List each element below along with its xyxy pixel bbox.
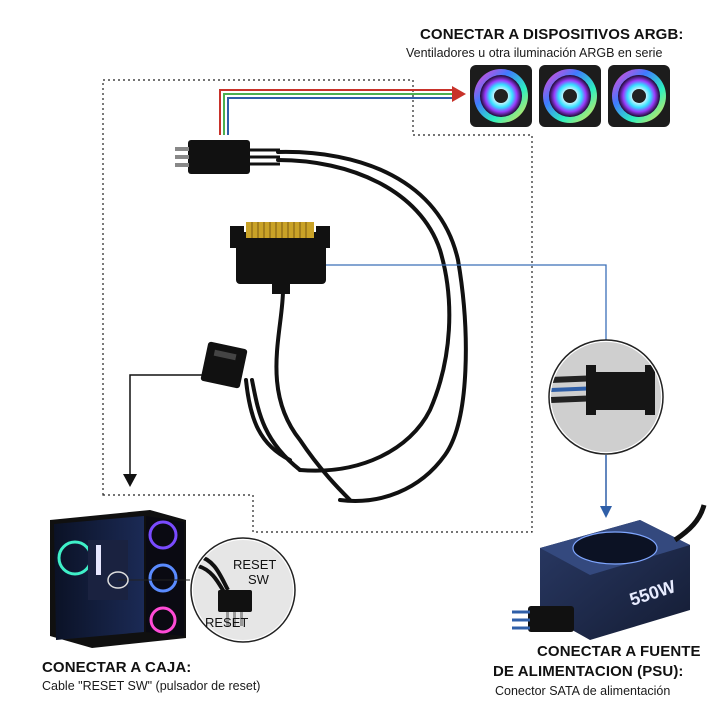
inset-reset-sw-line2: SW — [248, 572, 270, 587]
psu-unit: 550W — [512, 504, 707, 640]
psu-title-line2: DE ALIMENTACION (PSU): — [493, 663, 684, 680]
inset-reset-label: RESET — [205, 615, 248, 630]
case-title: CONECTAR A CAJA: — [42, 659, 192, 676]
reset-inset: RESET SW RESET — [107, 537, 296, 643]
psu-subtitle: Conector SATA de alimentación — [495, 684, 671, 698]
argb-fan-2 — [539, 65, 601, 127]
reset-sw-connector — [200, 341, 248, 389]
psu-title-line1: CONECTAR A FUENTE — [537, 643, 701, 660]
argb-connector — [175, 140, 280, 174]
main-cables — [244, 149, 468, 503]
argb-subtitle: Ventiladores u otra iluminación ARGB en … — [406, 46, 663, 60]
pc-case — [50, 510, 186, 648]
case-subtitle: Cable "RESET SW" (pulsador de reset) — [42, 679, 261, 693]
argb-wire-bundle — [219, 86, 466, 135]
argb-fan-1 — [470, 65, 532, 127]
argb-title: CONECTAR A DISPOSITIVOS ARGB: — [420, 26, 684, 43]
inset-reset-sw-line1: RESET — [233, 557, 276, 572]
psu-sata-plug — [512, 606, 574, 632]
sata-power-connector — [230, 222, 330, 294]
sata-leader-line — [326, 264, 612, 518]
sata-inset — [548, 339, 664, 455]
argb-fan-3 — [608, 65, 670, 127]
reset-leader-line — [123, 374, 205, 487]
